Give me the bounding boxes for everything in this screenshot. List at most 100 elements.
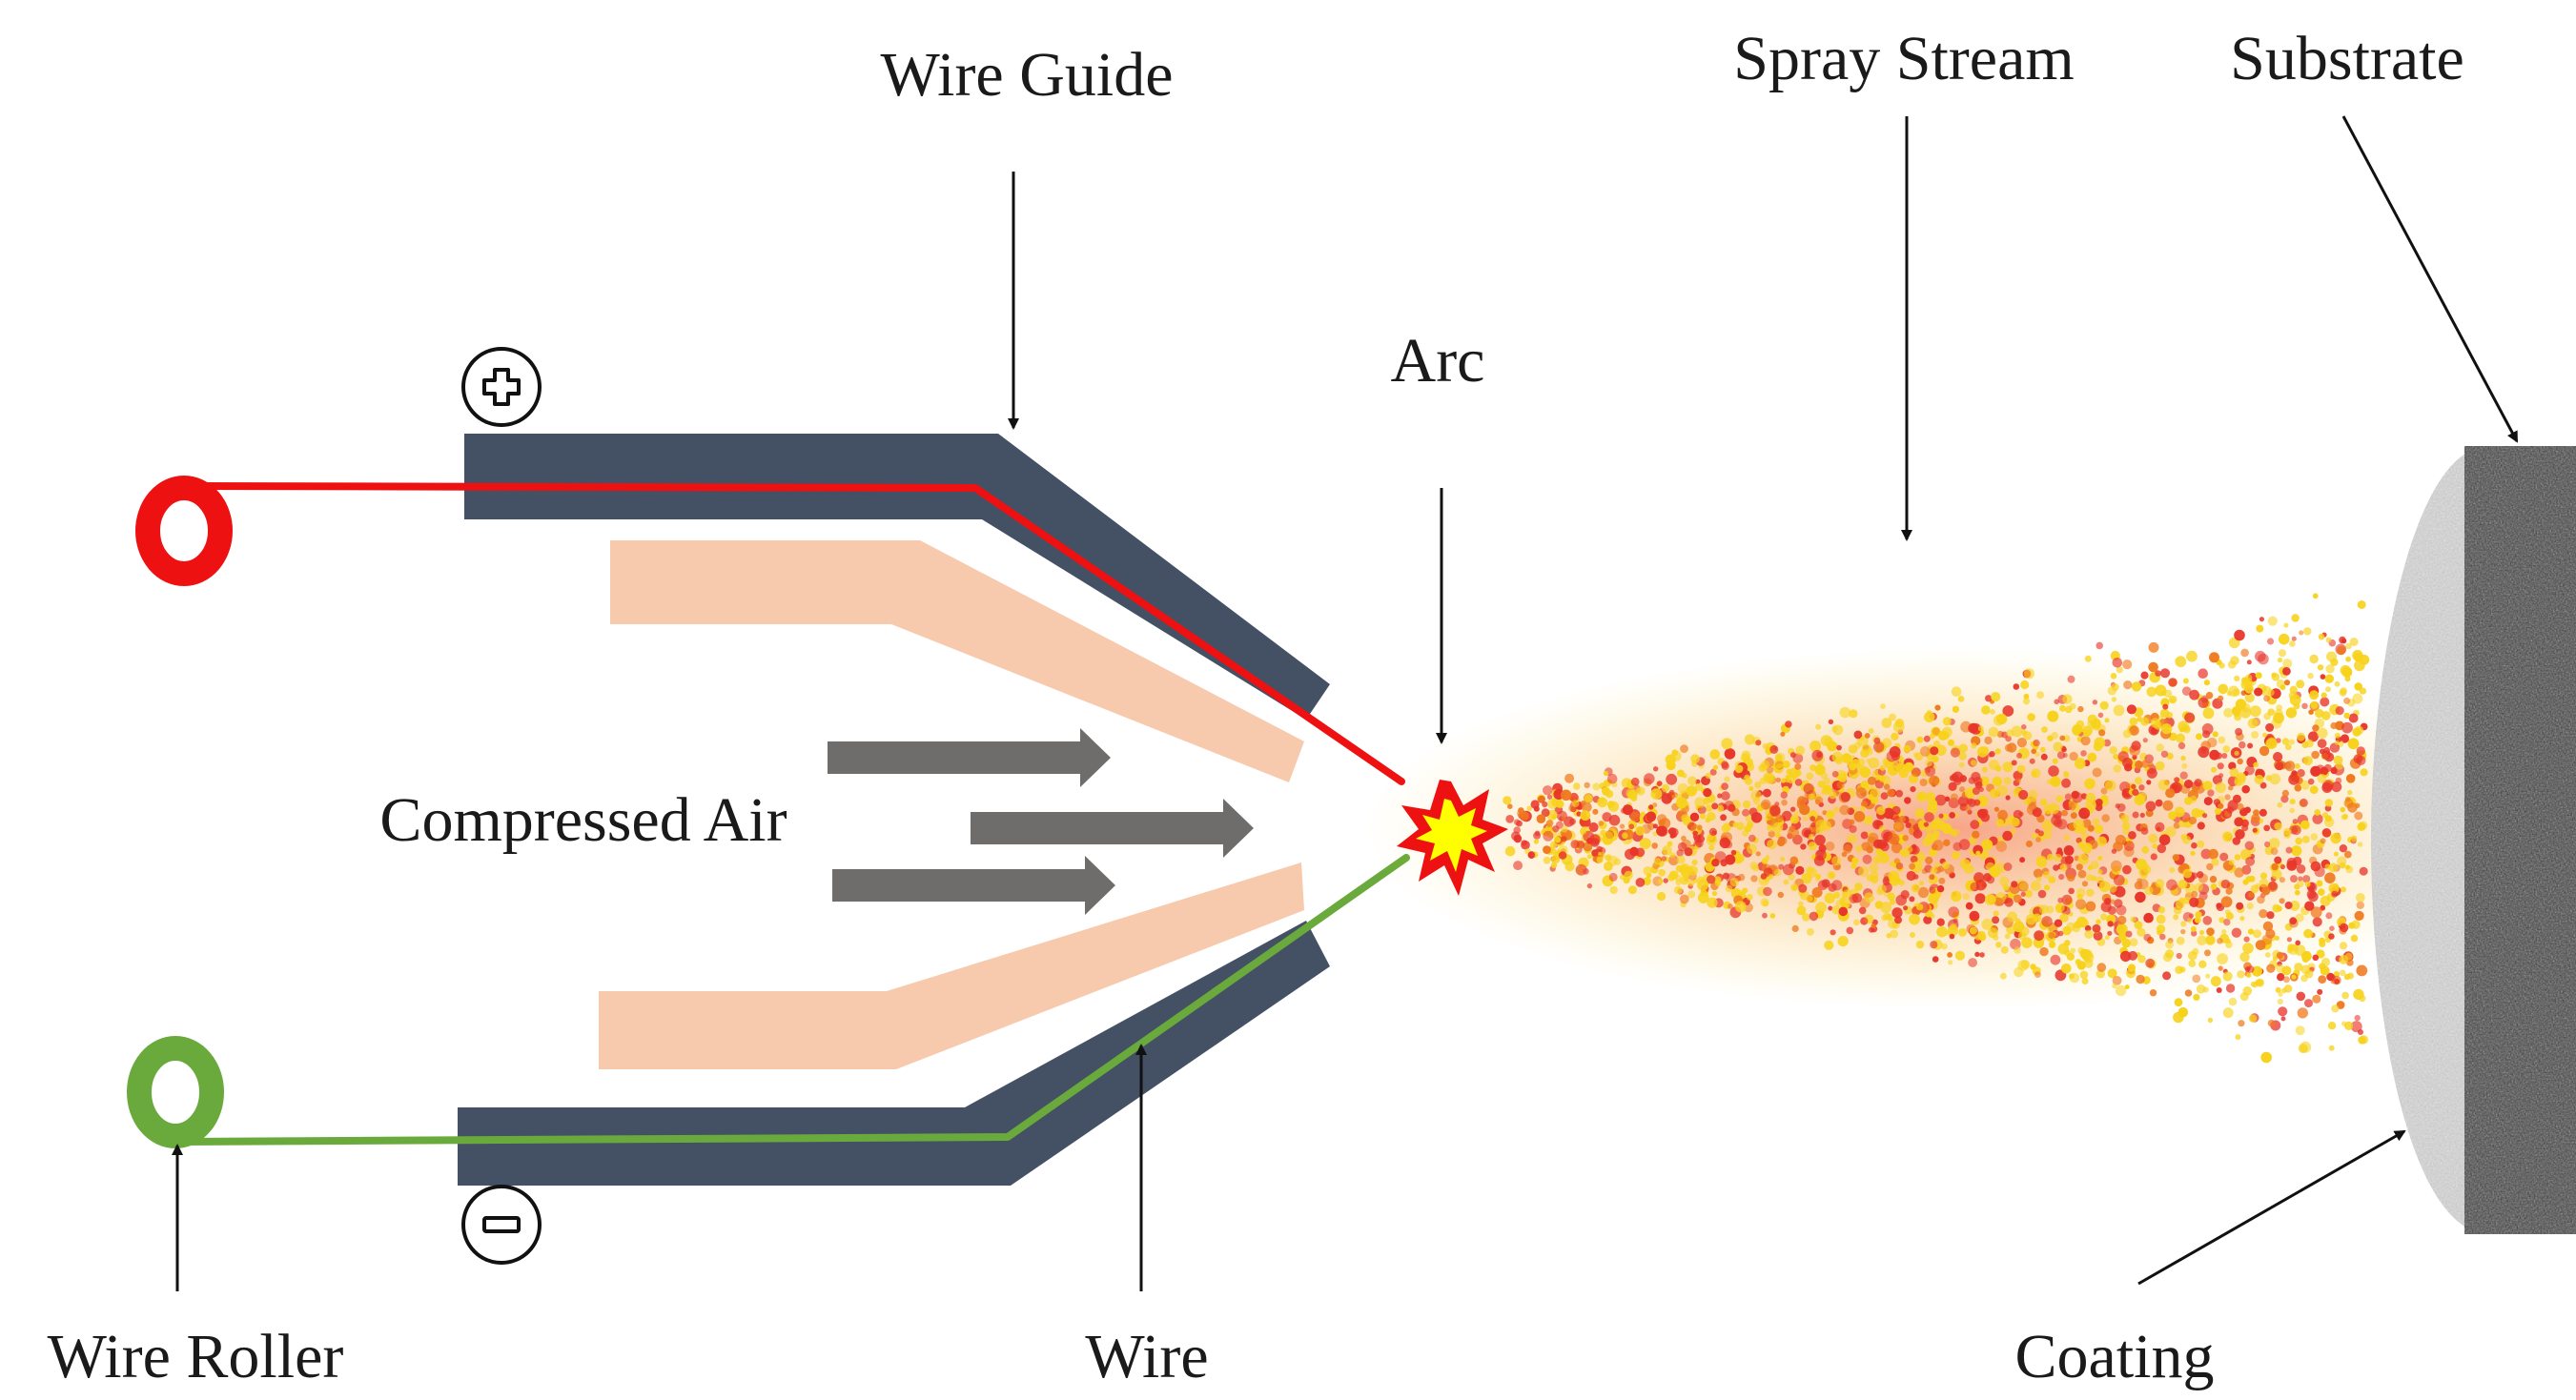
substrate-assembly xyxy=(2371,446,2576,1234)
spray-particle xyxy=(2307,672,2314,680)
spray-particle xyxy=(1609,885,1618,895)
spray-particle xyxy=(2111,697,2117,702)
spray-particle xyxy=(1984,840,1990,846)
spray-particle xyxy=(1653,766,1659,772)
spray-particle xyxy=(1883,807,1894,820)
spray-particle xyxy=(1853,730,1863,740)
spray-particle xyxy=(2334,680,2341,687)
spray-particle xyxy=(2056,751,2066,760)
spray-particle xyxy=(1663,878,1668,883)
spray-particle xyxy=(2019,857,2026,863)
spray-particle xyxy=(1906,870,1916,882)
spray-particle xyxy=(1674,885,1683,895)
spray-particle xyxy=(2162,703,2169,710)
spray-particle xyxy=(1668,789,1675,796)
spray-particle xyxy=(1969,926,1977,935)
spray-particle xyxy=(1838,906,1849,917)
spray-particle xyxy=(2267,1019,2276,1027)
spray-particle xyxy=(2289,799,2296,805)
spray-particle xyxy=(1910,786,1916,793)
spray-particle xyxy=(2304,999,2313,1008)
spray-particle xyxy=(2273,712,2284,724)
spray-particle xyxy=(1630,777,1640,786)
spray-particle xyxy=(1550,862,1558,869)
spray-particle xyxy=(1561,836,1567,842)
spray-particle xyxy=(1879,777,1885,782)
spray-particle xyxy=(1831,770,1839,778)
spray-particle xyxy=(1944,796,1951,801)
spray-particle xyxy=(2279,898,2285,904)
spray-particle xyxy=(2178,897,2185,903)
spray-particle xyxy=(2036,876,2042,882)
spray-particle xyxy=(1917,886,1930,899)
spray-particle xyxy=(1750,790,1762,801)
spray-particle xyxy=(1724,748,1736,760)
upper-wire-guide xyxy=(464,434,1330,720)
spray-particle xyxy=(2059,704,2066,712)
spray-particle xyxy=(2131,741,2141,751)
spray-particle xyxy=(2191,930,2198,937)
spray-particle xyxy=(2117,915,2127,925)
spray-particle xyxy=(1815,873,1821,880)
spray-particle xyxy=(2283,680,2291,686)
spray-particle xyxy=(1914,808,1925,819)
spray-particle xyxy=(1592,782,1601,791)
spray-particle xyxy=(2122,659,2133,670)
spray-particle xyxy=(2294,963,2303,972)
spray-particle xyxy=(2331,781,2342,793)
spray-particle xyxy=(2245,856,2256,866)
spray-particle xyxy=(1992,916,2000,924)
spray-particle xyxy=(2310,906,2322,919)
spray-particle xyxy=(1671,749,1679,757)
spray-particle xyxy=(1820,771,1829,780)
spray-particle xyxy=(2119,781,2131,793)
spray-particle xyxy=(2251,731,2259,739)
spray-particle xyxy=(2295,889,2300,896)
spray-particle xyxy=(2210,883,2218,890)
spray-particle xyxy=(2281,738,2290,745)
spray-particle xyxy=(2149,989,2157,997)
spray-particle xyxy=(2103,739,2112,747)
spray-particle xyxy=(2061,778,2072,788)
spray-particle xyxy=(2179,771,2188,780)
spray-particle xyxy=(1652,823,1658,829)
spray-particle xyxy=(2096,919,2101,924)
spray-particle xyxy=(2318,975,2327,984)
spray-particle xyxy=(2295,913,2304,923)
spray-particle xyxy=(2276,738,2281,743)
spray-particle xyxy=(2280,863,2285,870)
spray-particle xyxy=(2047,853,2055,862)
spray-particle xyxy=(2358,1029,2363,1035)
spray-particle xyxy=(2107,905,2116,915)
spray-particle xyxy=(2031,748,2036,755)
spray-particle xyxy=(2157,906,2166,914)
spray-particle xyxy=(2123,680,2133,690)
spray-particle xyxy=(2059,913,2069,923)
spray-particle xyxy=(1697,879,1708,891)
spray-particle xyxy=(2289,917,2298,925)
spray-particle xyxy=(2218,695,2224,701)
spray-particle xyxy=(1823,777,1830,785)
spray-particle xyxy=(2115,984,2127,997)
spray-particle xyxy=(1873,737,1881,744)
spray-particle xyxy=(1833,806,1840,813)
spray-particle xyxy=(2210,976,2221,987)
spray-particle xyxy=(2010,817,2020,827)
spray-particle xyxy=(1932,830,1940,839)
spray-particle xyxy=(2140,671,2149,680)
spray-particle xyxy=(1798,901,1804,907)
spray-particle xyxy=(2143,933,2152,942)
spray-particle xyxy=(1551,813,1558,820)
coating-pointer xyxy=(2137,1129,2406,1286)
spray-particle xyxy=(1936,918,1945,926)
spray-particle xyxy=(2190,850,2196,856)
arc-spark-icon xyxy=(1397,780,1508,896)
spray-particle xyxy=(2051,815,2062,826)
spray-particle xyxy=(1861,801,1868,808)
spray-particle xyxy=(2092,923,2101,933)
spray-particle xyxy=(2339,942,2348,950)
spray-particle xyxy=(2041,916,2053,927)
spray-particle xyxy=(1779,837,1788,845)
spray-particle xyxy=(2333,851,2339,857)
spray-particle xyxy=(2089,779,2096,785)
